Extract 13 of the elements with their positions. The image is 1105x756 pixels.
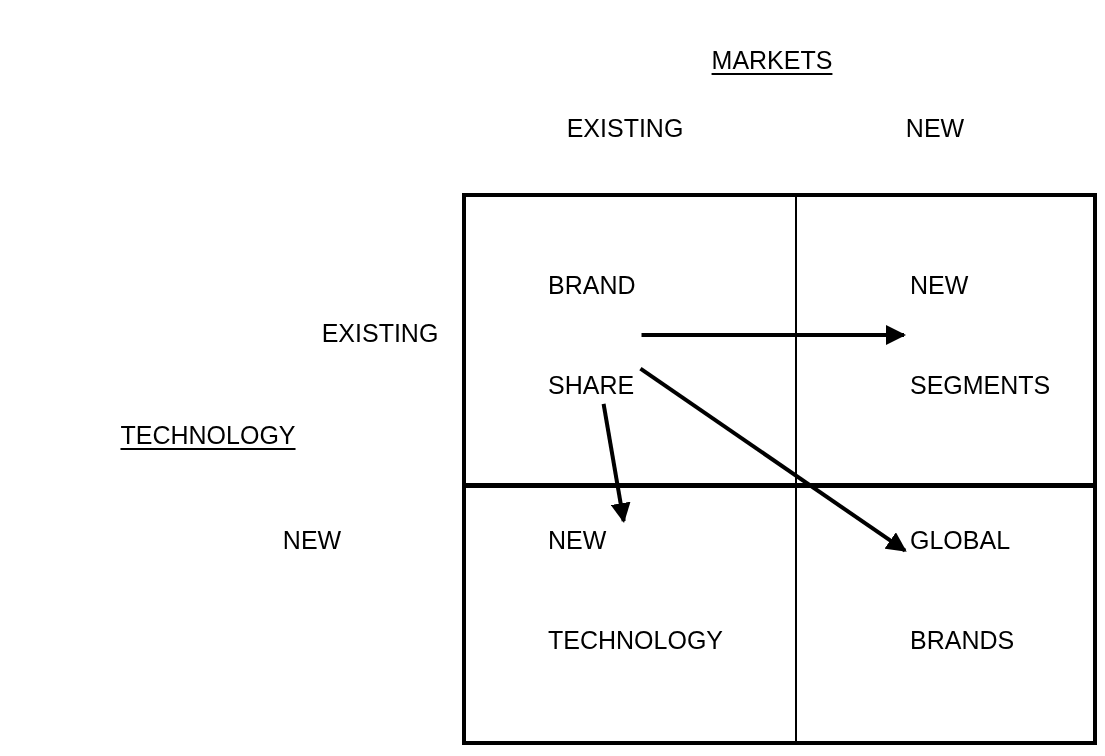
cell-label: NEW TECHNOLOGY (548, 527, 724, 653)
cell-label: BRAND SHARE (548, 272, 636, 398)
row-header: EXISTING (321, 319, 439, 347)
row-header: NEW (282, 526, 342, 554)
column-header: NEW (905, 114, 965, 142)
arrow (641, 325, 906, 345)
cell-label: GLOBAL BRANDS (910, 527, 1015, 653)
arrow (639, 366, 907, 553)
arrow (601, 403, 631, 524)
axis-title: MARKETS (711, 46, 833, 74)
axis-title: TECHNOLOGY (120, 421, 296, 449)
column-header: EXISTING (566, 114, 684, 142)
cell-label: NEW SEGMENTS (910, 272, 1051, 398)
